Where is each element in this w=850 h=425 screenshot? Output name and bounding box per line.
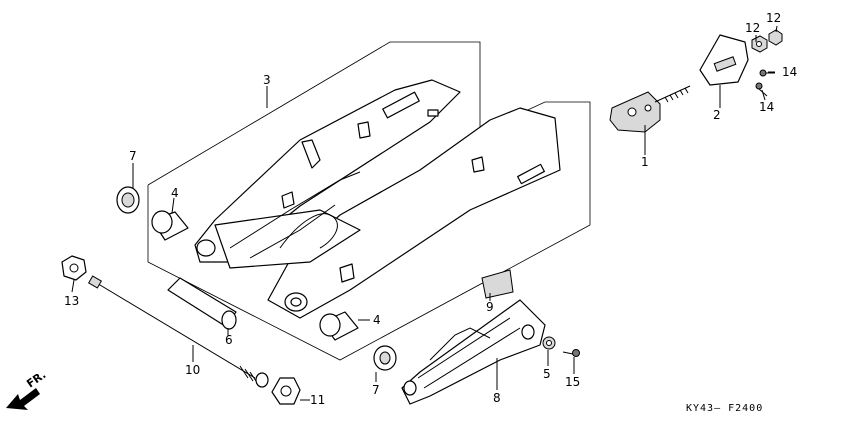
part-label-4-lower: 4 — [373, 313, 381, 327]
adjuster-plate-part — [609, 85, 691, 133]
assembly-outline — [147, 41, 591, 361]
part-label-10: 10 — [185, 363, 200, 377]
pivot-bolt-part — [87, 275, 269, 388]
chain-slider-part — [401, 299, 546, 405]
screw-part-15 — [562, 349, 580, 357]
part-label-5: 5 — [543, 367, 551, 381]
part-label-13: 13 — [64, 294, 79, 308]
seal-part-7b — [373, 345, 397, 371]
part-number-labels: 1 2 3 4 4 5 6 7 7 8 9 10 11 12 12 13 14 … — [64, 11, 797, 407]
part-label-15: 15 — [565, 375, 580, 389]
diagram-code: KY43– F2400 — [686, 403, 763, 414]
bushing-part-4a — [151, 210, 189, 241]
nut-part-12b — [768, 29, 783, 46]
part-label-12-right: 12 — [766, 11, 781, 25]
screw-part-14b — [755, 82, 768, 97]
part-label-3: 3 — [263, 73, 271, 87]
seal-part-7a — [116, 186, 140, 214]
part-label-7-lower: 7 — [372, 383, 380, 397]
screw-part-14a — [759, 69, 775, 77]
part-label-12-left: 12 — [745, 21, 760, 35]
part-label-2: 2 — [713, 108, 721, 122]
part-label-1: 1 — [641, 155, 649, 169]
collar-part — [167, 277, 237, 330]
bushing-part-4b — [319, 311, 359, 341]
part-label-8: 8 — [493, 391, 501, 405]
part-label-11: 11 — [310, 393, 325, 407]
nut-part-13 — [61, 255, 87, 281]
part-label-9: 9 — [486, 300, 494, 314]
direction-label: FR. — [24, 368, 48, 390]
part-label-14-upper: 14 — [782, 65, 797, 79]
part-label-7-upper: 7 — [129, 149, 137, 163]
part-label-6: 6 — [225, 333, 233, 347]
leader-lines — [71, 25, 778, 401]
label-plate-part — [481, 269, 514, 299]
part-label-4-upper: 4 — [171, 186, 179, 200]
nut-part-12a — [751, 35, 768, 53]
front-direction-arrow — [6, 388, 40, 410]
part-label-14-lower: 14 — [759, 100, 774, 114]
bracket-part — [699, 34, 749, 86]
collar-part-5 — [542, 336, 556, 350]
nut-part-11 — [271, 377, 301, 405]
swingarm-part — [194, 79, 561, 319]
